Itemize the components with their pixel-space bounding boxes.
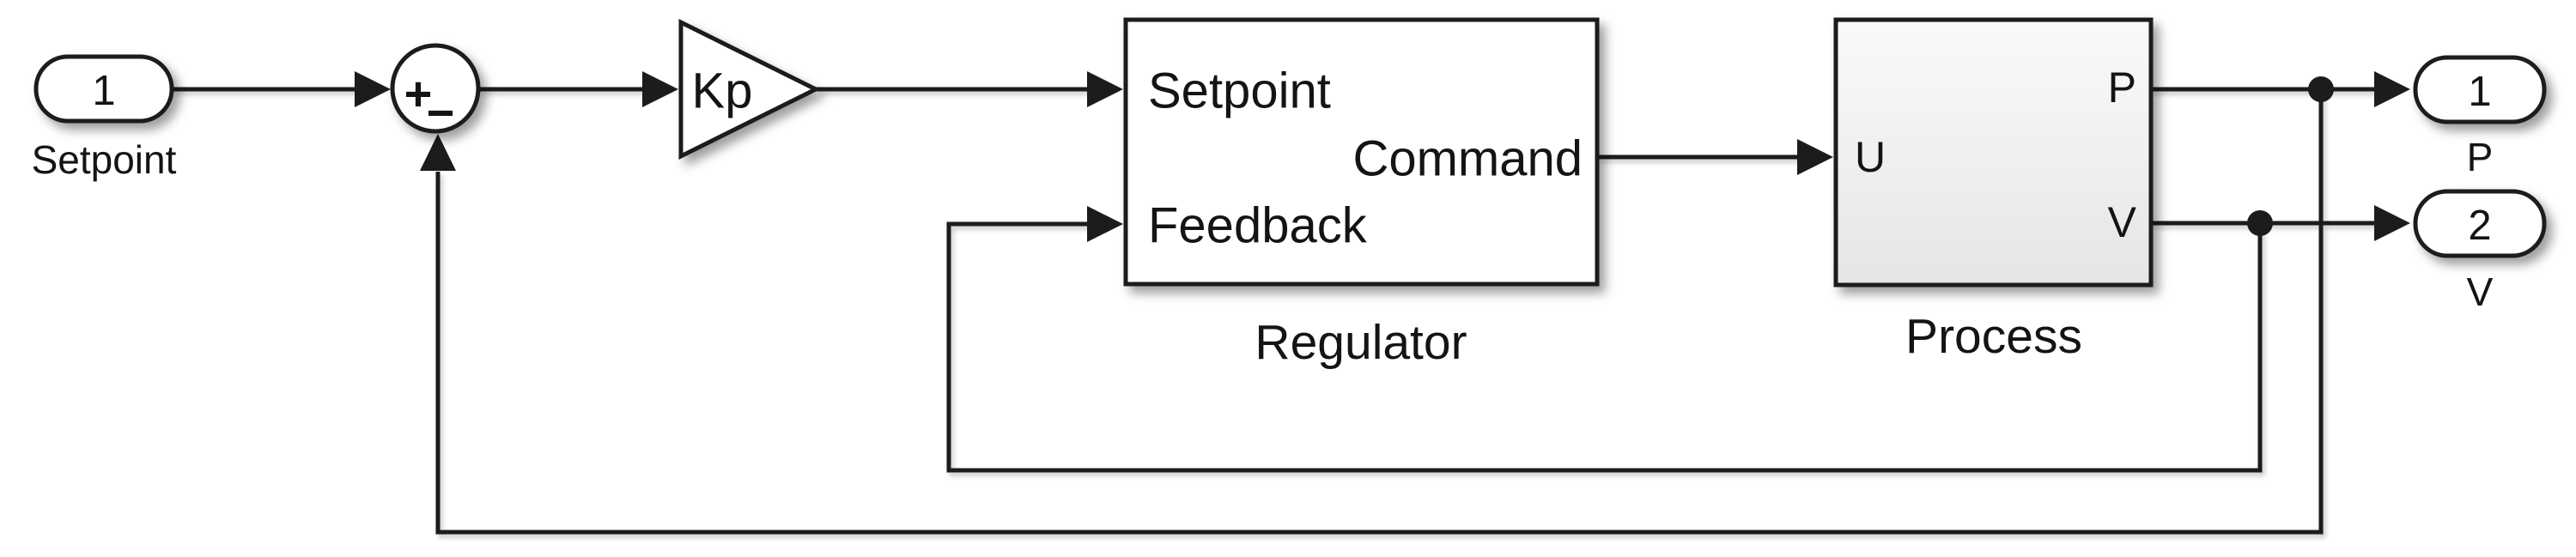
arrow-into-sum-icon bbox=[355, 71, 391, 107]
outport-p-number: 1 bbox=[2468, 69, 2491, 115]
regulator-name: Regulator bbox=[1255, 315, 1467, 370]
outport-v-block[interactable] bbox=[2413, 189, 2547, 258]
arrow-into-regulator-setpoint-icon bbox=[1087, 71, 1123, 107]
outport-p-label: P bbox=[2467, 135, 2494, 179]
outport-v-label: V bbox=[2467, 269, 2494, 314]
junction-dot-p-icon bbox=[2308, 76, 2334, 102]
arrowheads bbox=[355, 71, 2410, 242]
process-port-u: U bbox=[1855, 133, 1886, 181]
labels: 1 Setpoint + − Kp Setpoint Command Feedb… bbox=[32, 64, 2494, 371]
regulator-port-setpoint: Setpoint bbox=[1148, 64, 1331, 119]
arrow-into-outport-v-icon bbox=[2374, 205, 2410, 241]
wire-feedback-inner-v[interactable] bbox=[946, 221, 2263, 473]
regulator-port-command: Command bbox=[1352, 131, 1583, 187]
process-name: Process bbox=[1905, 309, 2082, 364]
inport-label: Setpoint bbox=[32, 137, 177, 182]
gain-block[interactable] bbox=[678, 18, 821, 160]
arrow-into-process-u-icon bbox=[1797, 139, 1833, 175]
outport-p-block[interactable] bbox=[2413, 55, 2547, 124]
process-port-v: V bbox=[2108, 198, 2137, 246]
arrow-into-regulator-feedback-icon bbox=[1087, 206, 1123, 242]
sum-block[interactable] bbox=[390, 43, 481, 134]
process-port-p: P bbox=[2108, 64, 2136, 112]
outport-v-number: 2 bbox=[2468, 203, 2491, 249]
regulator-block[interactable] bbox=[1123, 17, 1600, 287]
blocks bbox=[33, 17, 2547, 288]
wire-feedback-outer-p[interactable] bbox=[435, 89, 2324, 535]
arrow-into-outport-p-icon bbox=[2374, 71, 2410, 107]
arrow-into-gain-icon bbox=[642, 71, 678, 107]
arrow-into-sum-bottom-icon bbox=[420, 134, 456, 171]
gain-label: Kp bbox=[692, 64, 753, 119]
regulator-port-feedback: Feedback bbox=[1148, 198, 1368, 254]
sum-minus-sign: − bbox=[427, 86, 455, 140]
process-block[interactable] bbox=[1833, 17, 2154, 288]
inport-block[interactable] bbox=[33, 54, 174, 124]
sum-plus-sign: + bbox=[404, 67, 433, 121]
inport-number: 1 bbox=[92, 68, 115, 114]
junction-dot-v-icon bbox=[2247, 210, 2273, 236]
